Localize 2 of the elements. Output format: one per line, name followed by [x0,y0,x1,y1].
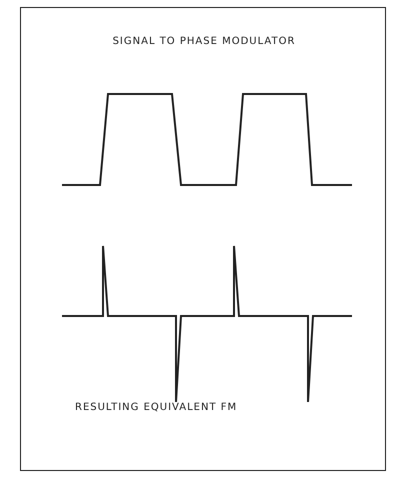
waveform-caption: RESULTING EQUIVALENT FM [75,402,238,413]
waveform-caption: SIGNAL TO PHASE MODULATOR [112,36,296,47]
